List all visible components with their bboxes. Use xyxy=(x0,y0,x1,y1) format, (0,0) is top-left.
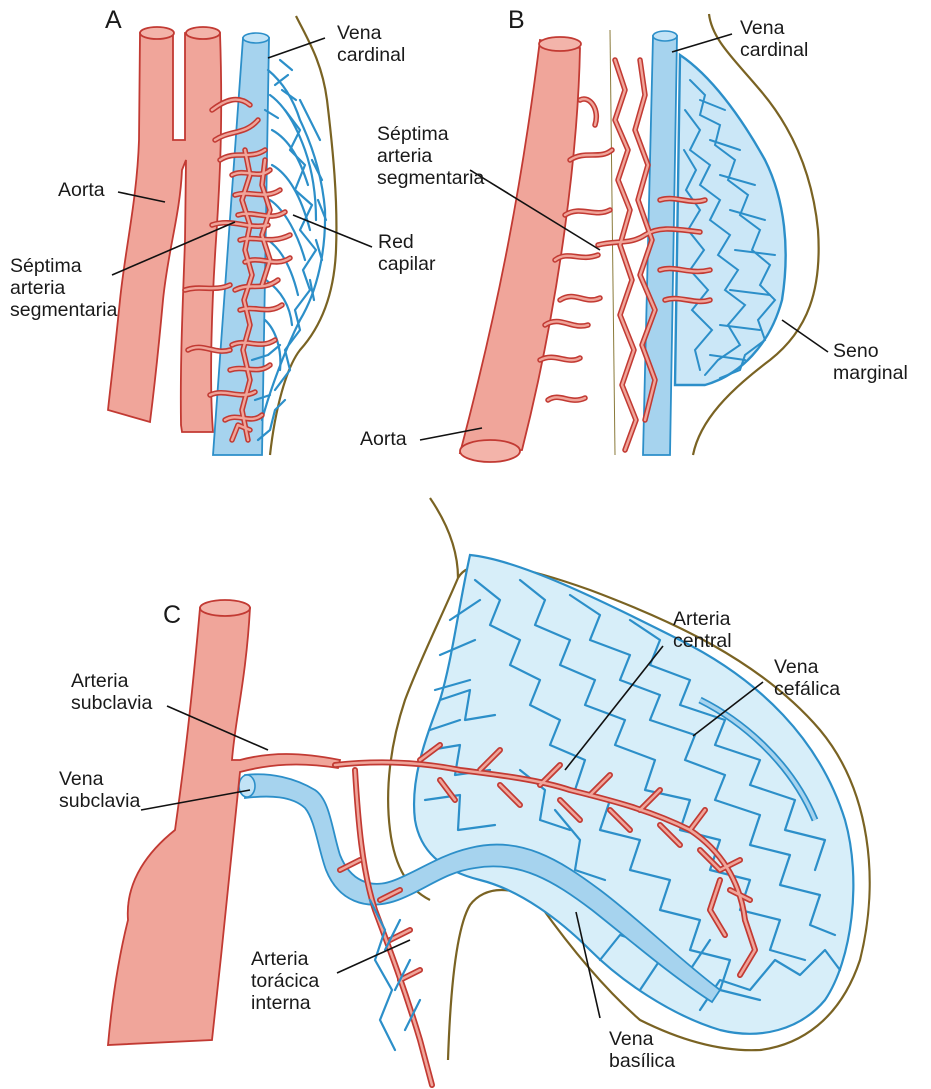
label-a-septima-arteria: Séptima arteria segmentaria xyxy=(10,255,117,321)
panel-a: A xyxy=(10,6,436,455)
venous-plexus-b xyxy=(675,55,786,385)
label-a-aorta: Aorta xyxy=(58,179,105,201)
leader-a-vena-cardinal xyxy=(268,38,325,58)
label-a-red-capilar: Red capilar xyxy=(378,231,436,275)
cardinal-vein-a-opening xyxy=(243,33,269,43)
subclavian-trunk-opening xyxy=(200,600,250,616)
aorta-a-opening-left xyxy=(140,27,174,39)
aorta-b xyxy=(460,40,580,453)
label-c-arteria-toracica: Arteria torácica interna xyxy=(251,948,325,1014)
label-c-vena-cefalica: Vena cefálica xyxy=(774,656,840,700)
panel-letter-c: C xyxy=(163,601,181,629)
label-b-aorta: Aorta xyxy=(360,428,407,450)
venous-plexus-c xyxy=(414,555,853,1034)
label-a-vena-cardinal: Vena cardinal xyxy=(337,22,405,66)
panel-c: C xyxy=(59,498,870,1085)
label-b-vena-cardinal: Vena cardinal xyxy=(740,17,808,61)
leader-a-red-capilar xyxy=(293,215,372,247)
cardinal-vein-b-opening xyxy=(653,31,677,41)
label-c-vena-subclavia: Vena subclavia xyxy=(59,768,140,812)
label-b-septima-arteria: Séptima arteria segmentaria xyxy=(377,123,484,189)
leader-b-vena-cardinal xyxy=(672,34,732,52)
aorta-a-opening-right xyxy=(186,27,220,39)
label-c-arteria-central: Arteria central xyxy=(673,608,736,652)
aorta-b-top xyxy=(539,37,581,51)
label-b-seno-marginal: Seno marginal xyxy=(833,340,908,384)
panel-letter-a: A xyxy=(105,6,122,34)
aorta-a xyxy=(108,33,221,432)
panel-b: B xyxy=(360,6,908,462)
label-c-arteria-subclavia: Arteria subclavia xyxy=(71,670,152,714)
panel-letter-b: B xyxy=(508,6,525,34)
label-c-vena-basilica: Vena basílica xyxy=(609,1028,675,1072)
aorta-b-opening xyxy=(460,440,520,462)
vena-subclavia-opening xyxy=(239,775,255,797)
leader-b-seno-marginal xyxy=(782,320,828,352)
